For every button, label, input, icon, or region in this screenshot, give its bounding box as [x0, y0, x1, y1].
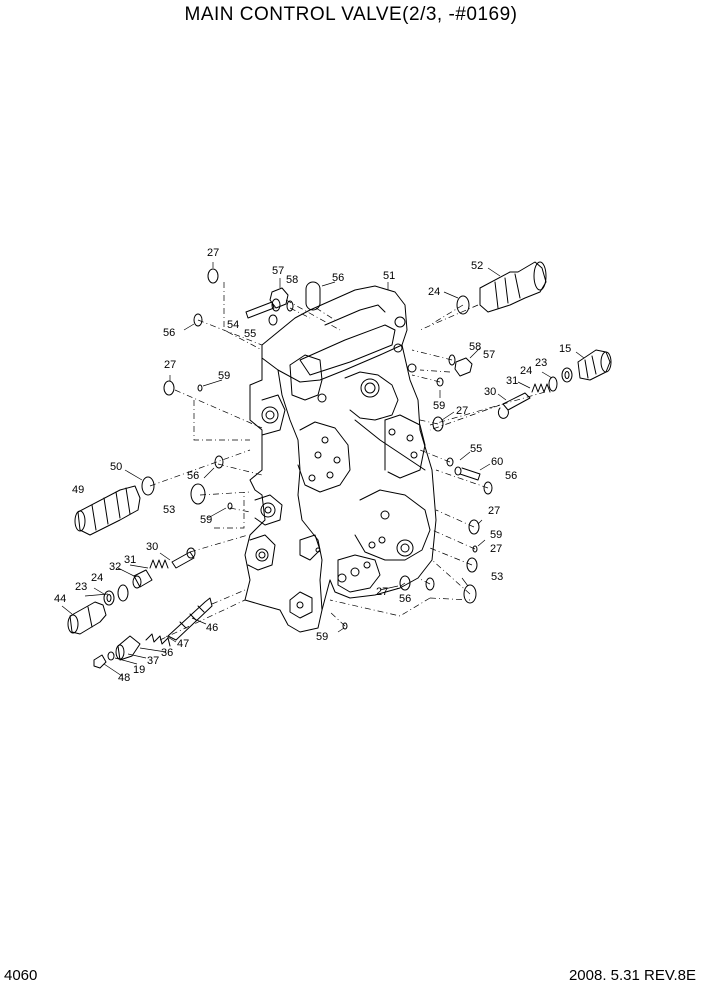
- part-label: 50: [110, 461, 122, 473]
- o-ring-56-top: [305, 281, 321, 311]
- part-label: 56: [399, 593, 411, 605]
- part-label: 23: [535, 357, 547, 369]
- part-label: 59: [200, 514, 212, 526]
- part-label: 47: [177, 638, 189, 650]
- part-label: 59: [316, 631, 328, 643]
- part-label: 58: [286, 274, 298, 286]
- part-label: 27: [207, 247, 219, 259]
- plug-15: [577, 349, 612, 381]
- part-label: 27: [164, 359, 176, 371]
- part-label: 27: [488, 505, 500, 517]
- part-label: 24: [520, 365, 532, 377]
- part-label: 30: [146, 541, 158, 553]
- part-label: 56: [505, 470, 517, 482]
- part-label: 31: [506, 375, 518, 387]
- leader-lines: [61, 262, 585, 677]
- phantom-lines: [149, 282, 546, 641]
- part-label: 60: [491, 456, 503, 468]
- part-label: 24: [428, 286, 440, 298]
- part-label: 57: [483, 349, 495, 361]
- part-label: 58: [469, 341, 481, 353]
- part-label: 32: [109, 561, 121, 573]
- part-label: 36: [161, 647, 173, 659]
- relief-valve-52: [479, 261, 547, 313]
- plug-44: [67, 601, 107, 635]
- part-label: 52: [471, 260, 483, 272]
- part-label: 53: [163, 504, 175, 516]
- spool-46: [167, 597, 213, 641]
- plug-57-top: [269, 287, 289, 309]
- part-label: 56: [163, 327, 175, 339]
- part-label: 31: [124, 554, 136, 566]
- part-label: 54: [227, 319, 239, 331]
- part-label: 23: [75, 581, 87, 593]
- part-label: 48: [118, 672, 130, 684]
- part-label: 27: [456, 405, 468, 417]
- part-label: 46: [206, 622, 218, 634]
- part-label: 44: [54, 593, 66, 605]
- part-label: 27: [376, 586, 388, 598]
- part-label: 37: [147, 655, 159, 667]
- page-title: MAIN CONTROL VALVE(2/3, -#0169): [184, 4, 518, 25]
- part-label: 55: [470, 443, 482, 455]
- part-label: 59: [433, 400, 445, 412]
- valve-cartridge-49: [74, 485, 141, 536]
- page-number: 4060: [4, 967, 38, 984]
- part-label: 19: [133, 664, 145, 676]
- o-ring-24-right: [548, 376, 558, 392]
- part-label: 15: [559, 343, 571, 355]
- part-label: 24: [91, 572, 103, 584]
- part-label: 56: [187, 470, 199, 482]
- part-label: 57: [272, 265, 284, 277]
- part-label: 30: [484, 386, 496, 398]
- revision-date: 2008. 5.31 REV.8E: [568, 967, 696, 984]
- part-label: 49: [72, 484, 84, 496]
- spool-30-right: [497, 392, 531, 419]
- part-label: 55: [244, 328, 256, 340]
- part-label: 51: [383, 270, 395, 282]
- washer-23-right: [561, 367, 573, 383]
- part-number-labels: 27 57 58 56 51 52 24 56 54 55 58 57 15 2…: [54, 247, 571, 684]
- part-label: 53: [491, 571, 503, 583]
- spring-31-right: [531, 383, 551, 393]
- part-label: 56: [332, 272, 344, 284]
- valve-body: [244, 285, 437, 633]
- part-label: 59: [218, 370, 230, 382]
- part-label: 27: [490, 543, 502, 555]
- part-label: 59: [490, 529, 502, 541]
